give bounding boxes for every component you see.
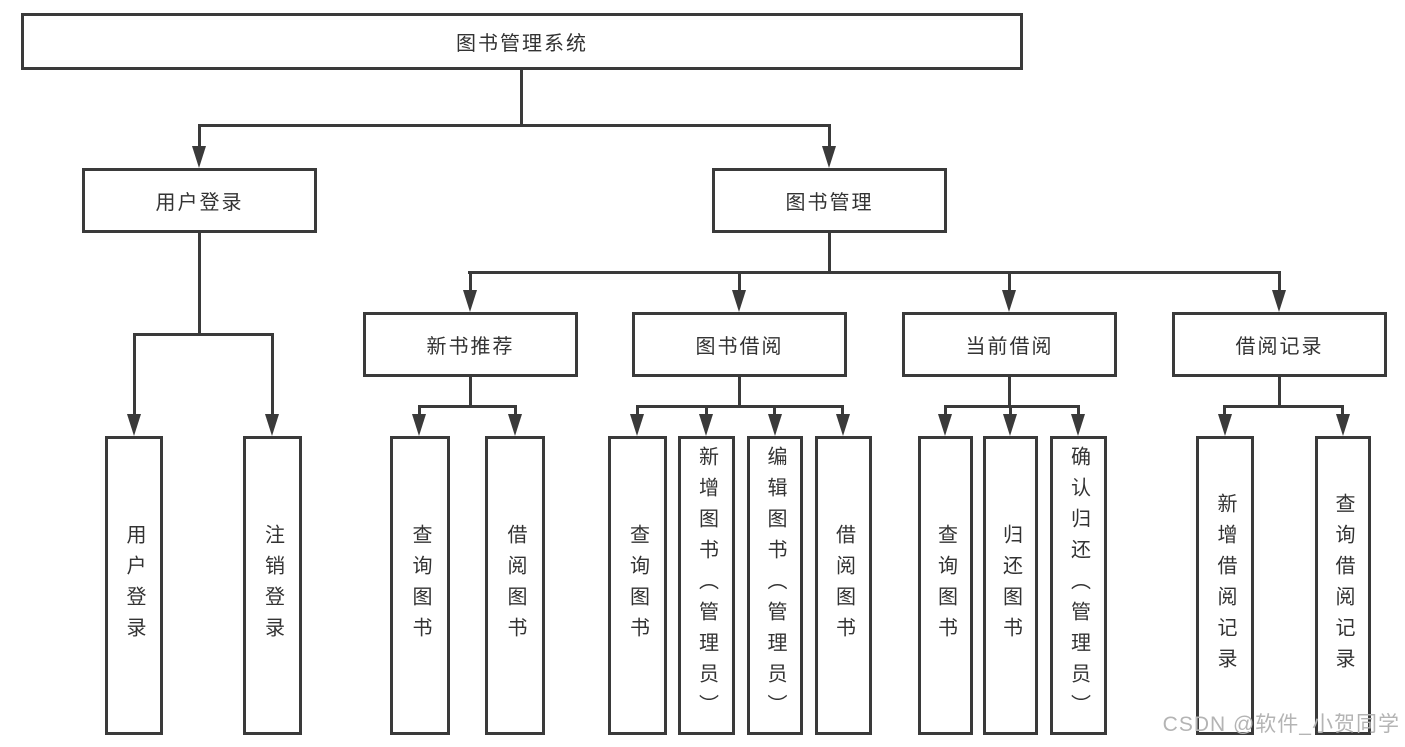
arrowhead-down-icon xyxy=(836,414,850,436)
connector-line xyxy=(133,333,136,417)
arrowhead-down-icon xyxy=(768,414,782,436)
leaf-return-books: 归还图书 xyxy=(983,436,1038,735)
connector-line xyxy=(773,405,776,417)
leaf-add-books-admin: 新增图书（管理员） xyxy=(678,436,735,735)
arrowhead-down-icon xyxy=(1071,414,1085,436)
leaf-label: 查询借阅记录 xyxy=(1332,492,1354,679)
connector-line xyxy=(841,405,844,417)
connector-line xyxy=(1278,271,1281,292)
arrowhead-down-icon xyxy=(732,290,746,312)
connector-line xyxy=(944,405,947,417)
connector-line xyxy=(271,333,274,417)
leaf-borrow-books-recommend: 借阅图书 xyxy=(485,436,545,735)
connector-line xyxy=(469,377,472,408)
leaf-user-login: 用户登录 xyxy=(105,436,163,735)
node-book-management: 图书管理 xyxy=(712,168,947,233)
leaf-logout: 注销登录 xyxy=(243,436,302,735)
leaf-label: 注销登录 xyxy=(261,523,284,648)
leaf-label: 借阅图书 xyxy=(504,523,526,648)
connector-line xyxy=(1278,377,1281,408)
leaf-label: 编辑图书（管理员） xyxy=(764,446,786,725)
arrowhead-down-icon xyxy=(822,146,836,168)
connector-line xyxy=(828,124,831,150)
node-label: 图书借阅 xyxy=(695,336,784,358)
arrowhead-down-icon xyxy=(1002,290,1016,312)
connector-line xyxy=(636,405,639,417)
connector-line xyxy=(1341,405,1344,417)
arrowhead-down-icon xyxy=(630,414,644,436)
leaf-label: 查询图书 xyxy=(626,523,649,648)
leaf-query-books-borrow: 查询图书 xyxy=(608,436,667,735)
arrowhead-down-icon xyxy=(265,414,279,436)
connector-line xyxy=(1077,405,1080,417)
arrowhead-down-icon xyxy=(1272,290,1286,312)
arrowhead-down-icon xyxy=(127,414,141,436)
connector-line xyxy=(198,124,201,150)
leaf-query-borrow-record: 查询借阅记录 xyxy=(1315,436,1371,735)
connector-line xyxy=(418,405,421,417)
arrowhead-down-icon xyxy=(699,414,713,436)
node-label: 当前借阅 xyxy=(965,336,1054,358)
connector-line xyxy=(418,405,517,408)
connector-line xyxy=(738,377,741,408)
connector-line xyxy=(469,271,472,292)
node-label: 图书管理 xyxy=(785,192,874,214)
connector-line xyxy=(514,405,517,417)
node-user-login: 用户登录 xyxy=(82,168,317,233)
connector-line xyxy=(1008,377,1011,408)
arrowhead-down-icon xyxy=(463,290,477,312)
node-label: 用户登录 xyxy=(155,192,244,214)
connector-line xyxy=(1223,405,1344,408)
connector-line xyxy=(705,405,708,417)
leaf-label: 新增借阅记录 xyxy=(1214,492,1236,679)
watermark: CSDN @软件_小贺同学 xyxy=(1162,713,1400,736)
leaf-label: 借阅图书 xyxy=(832,523,855,648)
node-current-borrow: 当前借阅 xyxy=(902,312,1117,377)
arrowhead-down-icon xyxy=(1336,414,1350,436)
arrowhead-down-icon xyxy=(938,414,952,436)
arrowhead-down-icon xyxy=(192,146,206,168)
leaf-label: 查询图书 xyxy=(409,523,431,648)
node-label: 借阅记录 xyxy=(1235,336,1324,358)
connector-line xyxy=(1223,405,1226,417)
leaf-label: 确认归还（管理员） xyxy=(1067,446,1090,725)
leaf-add-borrow-record: 新增借阅记录 xyxy=(1196,436,1254,735)
node-label: 图书管理系统 xyxy=(456,33,588,55)
leaf-label: 归还图书 xyxy=(999,523,1022,648)
leaf-label: 新增图书（管理员） xyxy=(695,446,718,725)
node-book-borrow: 图书借阅 xyxy=(632,312,847,377)
leaf-query-books-current: 查询图书 xyxy=(918,436,973,735)
connector-line xyxy=(636,405,844,408)
leaf-query-books-recommend: 查询图书 xyxy=(390,436,450,735)
connector-line xyxy=(133,333,274,336)
node-new-book-recommend: 新书推荐 xyxy=(363,312,578,377)
connector-line xyxy=(1008,271,1011,292)
leaf-borrow-books: 借阅图书 xyxy=(815,436,872,735)
leaf-label: 用户登录 xyxy=(123,523,145,648)
connector-line xyxy=(520,70,523,126)
leaf-edit-books-admin: 编辑图书（管理员） xyxy=(747,436,803,735)
connector-line xyxy=(1009,405,1012,417)
arrowhead-down-icon xyxy=(412,414,426,436)
leaf-label: 查询图书 xyxy=(934,523,957,648)
node-system-root: 图书管理系统 xyxy=(21,13,1023,70)
connector-line xyxy=(198,124,831,127)
connector-line xyxy=(944,405,1080,408)
arrowhead-down-icon xyxy=(508,414,522,436)
node-borrow-records: 借阅记录 xyxy=(1172,312,1387,377)
arrowhead-down-icon xyxy=(1003,414,1017,436)
connector-line xyxy=(198,233,201,336)
node-label: 新书推荐 xyxy=(426,336,515,358)
connector-line xyxy=(738,271,741,292)
leaf-confirm-return-admin: 确认归还（管理员） xyxy=(1050,436,1107,735)
connector-line xyxy=(828,233,831,273)
connector-line xyxy=(468,271,1281,274)
arrowhead-down-icon xyxy=(1218,414,1232,436)
